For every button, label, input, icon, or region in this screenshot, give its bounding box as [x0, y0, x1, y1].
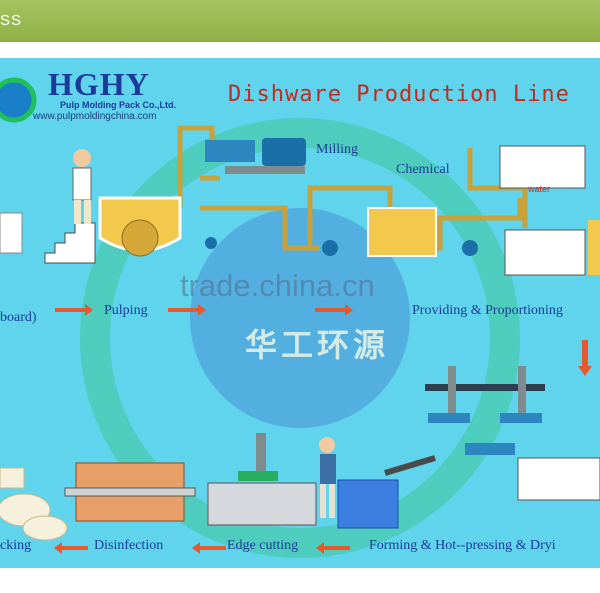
- diagram-artwork: [0, 77, 600, 558]
- worker2-leg: [329, 484, 335, 518]
- worker2-leg: [320, 484, 326, 518]
- milling-motor-icon: [262, 138, 306, 166]
- press-mold: [500, 413, 542, 423]
- logo-company: Pulp Molding Pack Co.,Ltd.: [60, 100, 176, 110]
- board-stack-icon: [0, 212, 23, 254]
- stairs: [44, 222, 96, 264]
- cutter-column: [256, 433, 266, 473]
- pump-icon: [322, 240, 338, 256]
- chemical-tank: [367, 207, 437, 257]
- milling-base: [225, 166, 305, 174]
- worker-leg: [84, 200, 91, 224]
- globe-decoration: [190, 208, 410, 428]
- press-column: [448, 366, 456, 416]
- pulping-rotor: [121, 219, 159, 257]
- edge-cutting-machine: [207, 482, 317, 526]
- step-edge-cutting: Edge cutting: [227, 538, 299, 553]
- forming-tank: [517, 457, 600, 501]
- proportioning-tank-2: [588, 220, 600, 275]
- worker2-head: [319, 437, 335, 453]
- watermark: trade.china.cn: [180, 268, 375, 303]
- worker-head: [73, 149, 91, 167]
- worker-body: [72, 167, 92, 201]
- step-providing-proportioning: Providing & Proportioning: [412, 303, 563, 318]
- label-chemical: Chemical: [396, 162, 450, 177]
- header-bar: SS: [0, 0, 600, 42]
- step-packing: cking: [0, 538, 32, 553]
- step-board: board): [0, 310, 37, 325]
- pump-icon: [462, 240, 478, 256]
- logo-globe-icon: [0, 77, 37, 123]
- worker2-body: [320, 454, 336, 484]
- proportioning-tank: [504, 229, 586, 276]
- label-milling: Milling: [316, 142, 359, 157]
- diagram-panel: HGHY Pulp Molding Pack Co.,Ltd. www.pulp…: [0, 58, 600, 568]
- press-frame: [425, 384, 545, 391]
- diagram-title: Dishware Production Line: [228, 82, 570, 107]
- box-icon: [0, 467, 25, 489]
- ring-decoration: [80, 118, 520, 558]
- label-water: water: [528, 184, 551, 194]
- press-mold: [428, 413, 470, 423]
- plate-icon: [22, 515, 68, 541]
- logo-url: www.pulpmoldingchina.com: [33, 111, 157, 122]
- press-column: [518, 366, 526, 416]
- step-forming: Forming & Hot--pressing & Dryi: [369, 538, 556, 553]
- disinfection-conveyor: [64, 487, 196, 497]
- header-tab-text: SS: [0, 12, 23, 29]
- basket-icon: [337, 479, 399, 529]
- water-tank: [499, 145, 586, 189]
- cutter-blade: [238, 471, 278, 481]
- worker-leg: [74, 200, 81, 224]
- logo-title: HGHY: [48, 66, 150, 102]
- step-pulping: Pulping: [104, 303, 148, 318]
- conveyor-arm: [384, 455, 436, 476]
- step-disinfection: Disinfection: [94, 538, 164, 553]
- watermark-cn: 华工环源: [245, 326, 390, 364]
- pump-icon: [205, 237, 217, 249]
- flow-arrows: [54, 304, 592, 554]
- press-mold: [465, 443, 515, 455]
- milling-pump-icon: [205, 140, 255, 162]
